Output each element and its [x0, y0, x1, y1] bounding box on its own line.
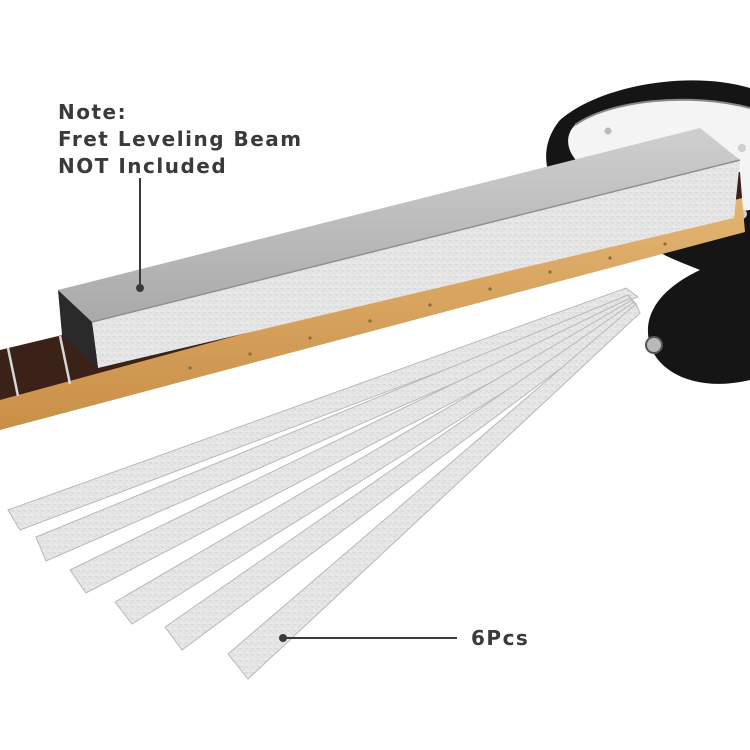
sandpaper-strip [7, 287, 640, 531]
note-line: Note: [58, 100, 128, 124]
leveling-beam [58, 128, 741, 368]
sandpaper-strips [7, 287, 641, 680]
note-callout: Note: Fret Leveling Beam NOT Included [58, 99, 303, 180]
note-line: NOT Included [58, 154, 228, 178]
note-line: Fret Leveling Beam [58, 127, 303, 151]
note-pointer [136, 178, 144, 292]
beam-end [58, 290, 98, 368]
beam-top [58, 128, 740, 322]
sandpaper-strip [227, 303, 641, 680]
quantity-label: 6Pcs [471, 626, 530, 650]
strap-button [645, 336, 663, 354]
quantity-pointer [279, 634, 457, 642]
beam-sandpaper-side [92, 160, 740, 368]
